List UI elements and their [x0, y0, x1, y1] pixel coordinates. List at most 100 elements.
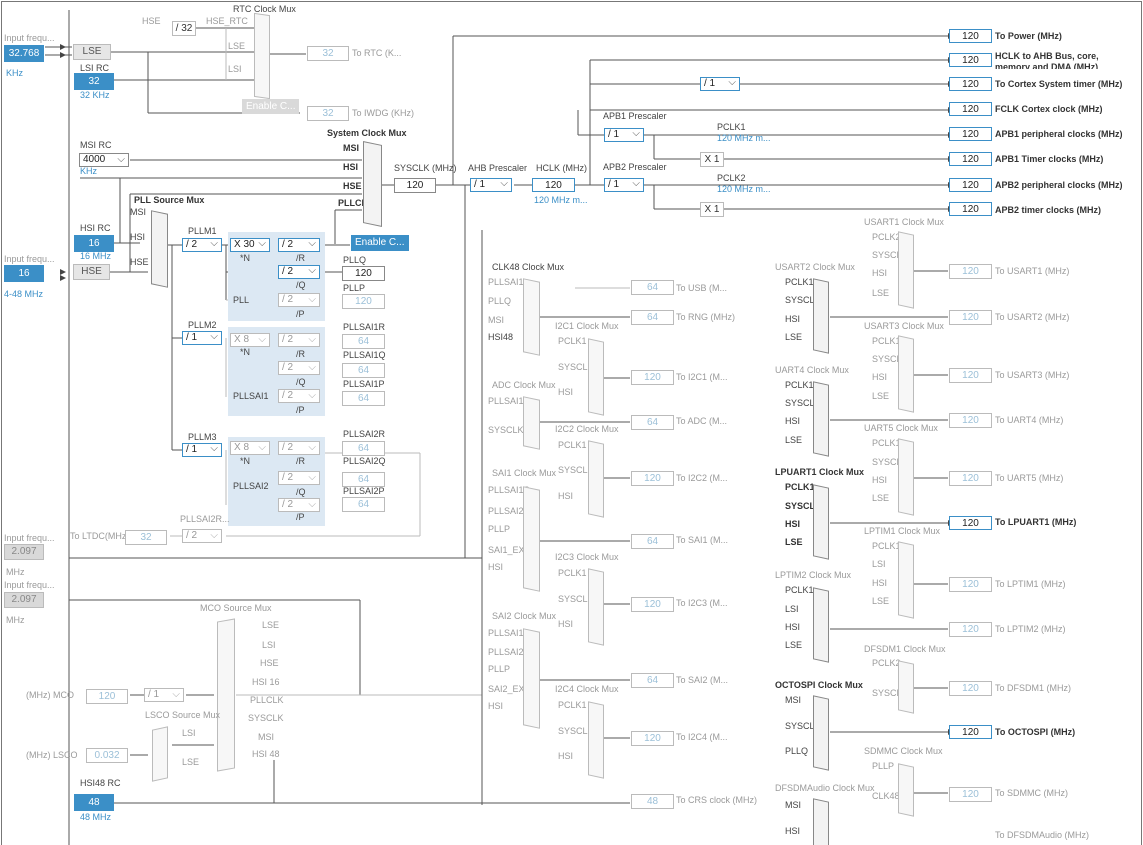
ltdc-output-label: To LTDC(MHz) — [70, 531, 130, 541]
chevron-down-icon: ⌵ — [500, 178, 508, 189]
pllsai2r-label: PLLSAI2R — [343, 429, 386, 439]
input3-value[interactable]: 2.097 — [4, 544, 44, 560]
i2c4-label: To I2C4 (M... — [676, 732, 728, 742]
adc-mux[interactable] — [523, 396, 540, 450]
sai2-value: 64 — [631, 673, 674, 688]
lpuart1-mux[interactable] — [813, 484, 829, 560]
ahb-prescaler-select[interactable]: / 1⌵ — [470, 178, 512, 192]
cortex-timer-label: To Cortex System timer (MHz) — [995, 79, 1123, 89]
sai2-in2: PLLSAI2P — [488, 647, 530, 657]
mco-source-mux[interactable] — [217, 618, 235, 772]
hclk-value[interactable]: 120 — [532, 178, 575, 192]
fclk-value[interactable]: 120 — [949, 102, 992, 116]
octospi-mux[interactable] — [813, 695, 829, 771]
chevron-down-icon: ⌵ — [258, 238, 266, 249]
pllr1-select[interactable]: / 2⌵ — [278, 238, 320, 252]
plln2-select[interactable]: X 8⌵ — [230, 333, 270, 347]
dfsdm1-mux-title: DFSDM1 Clock Mux — [864, 644, 946, 654]
usart3-in-pclk1: PCLK1 — [872, 336, 901, 346]
apb2-timer-value[interactable]: 120 — [949, 202, 992, 216]
octospi-value[interactable]: 120 — [949, 725, 992, 739]
apb1-prescaler-select[interactable]: / 1⌵ — [604, 128, 644, 142]
usart2-in-hsi: HSI — [785, 314, 801, 324]
pll-msi-label: MSI — [130, 207, 147, 217]
pll-source-mux[interactable] — [151, 210, 168, 288]
power-value[interactable]: 120 — [949, 29, 992, 43]
pll-enable-button[interactable]: Enable C... — [351, 235, 409, 251]
adc-in2: SYSCLK — [488, 425, 524, 435]
lpuart1-value[interactable]: 120 — [949, 516, 992, 530]
apb1-periph-label: APB1 peripheral clocks (MHz) — [995, 129, 1123, 139]
usart2-in-lse: LSE — [785, 332, 803, 342]
usart3-mux[interactable] — [898, 335, 914, 413]
pllp1-select[interactable]: / 2⌵ — [278, 293, 320, 307]
hclk-bus-value[interactable]: 120 — [949, 53, 992, 67]
pllsai1p-label: PLLSAI1P — [343, 379, 385, 389]
cortex-div-select[interactable]: / 1⌵ — [700, 77, 740, 91]
usart2-in-pclk1: PCLK1 — [785, 277, 814, 287]
dfsdm1-mux[interactable] — [898, 660, 914, 714]
pllq1-select[interactable]: / 2⌵ — [278, 265, 320, 279]
pllm3-select[interactable]: / 1⌵ — [182, 443, 222, 457]
lptim2-in-lsi: LSI — [785, 604, 799, 614]
sdmmc-mux[interactable] — [898, 763, 914, 817]
i2c2-mux[interactable] — [588, 440, 604, 518]
sai2-in4: SAI2_EXT — [488, 684, 531, 694]
hse-input-value[interactable]: 16 — [4, 265, 44, 282]
pclk1-label: PCLK1 — [717, 122, 746, 132]
lptim1-mux[interactable] — [898, 541, 914, 619]
lsco-source-mux[interactable] — [152, 726, 168, 782]
plln1-select[interactable]: X 30⌵ — [230, 238, 270, 252]
rtc-lse-label: LSE — [228, 41, 246, 51]
uart5-in-lse: LSE — [872, 493, 890, 503]
hse-oscillator[interactable]: HSE — [73, 264, 110, 280]
apb2-prescaler-label: APB2 Prescaler — [603, 162, 667, 172]
lse-input-value[interactable]: 32.768 — [4, 45, 44, 62]
mco-div-select[interactable]: / 1⌵ — [144, 688, 184, 702]
i2c4-mux[interactable] — [588, 701, 604, 779]
pllm1-select[interactable]: / 2⌵ — [182, 238, 222, 252]
i2c1-mux[interactable] — [588, 338, 604, 416]
lptim2-mux[interactable] — [813, 587, 829, 663]
rtc-mux-title: RTC Clock Mux — [233, 4, 296, 14]
pllr3-select[interactable]: / 2⌵ — [278, 441, 320, 455]
msi-select[interactable]: 4000⌵ — [79, 153, 129, 167]
apb1-periph-value[interactable]: 120 — [949, 127, 992, 141]
sai2-mux[interactable] — [523, 628, 540, 729]
pllq2-select[interactable]: / 2⌵ — [278, 361, 320, 375]
apb2-periph-value[interactable]: 120 — [949, 178, 992, 192]
pllq3-select[interactable]: / 2⌵ — [278, 471, 320, 485]
dfsdm1-in-pclk2: PCLK2 — [872, 658, 901, 668]
apb1-timer-value[interactable]: 120 — [949, 152, 992, 166]
pllm2-select[interactable]: / 1⌵ — [182, 331, 222, 345]
pllq-value: 120 — [342, 266, 385, 281]
sai1-mux[interactable] — [523, 486, 540, 592]
usart1-mux[interactable] — [898, 231, 914, 309]
clk48-mux[interactable] — [523, 278, 540, 356]
pllr2-select[interactable]: / 2⌵ — [278, 333, 320, 347]
lpuart1-mux-title: LPUART1 Clock Mux — [775, 467, 865, 477]
hclk-label: HCLK (MHz) — [536, 163, 587, 173]
ltdc-div-select[interactable]: / 2⌵ — [182, 529, 222, 543]
i2c3-mux[interactable] — [588, 568, 604, 646]
lpuart1-in-lse: LSE — [785, 537, 803, 547]
cortex-timer-value[interactable]: 120 — [949, 77, 992, 91]
pllm1-label: PLLM1 — [188, 226, 217, 236]
uart5-mux[interactable] — [898, 438, 914, 516]
pllp3-select[interactable]: / 2⌵ — [278, 498, 320, 512]
rtc-enable-button[interactable]: Enable C... — [242, 99, 299, 114]
system-clock-mux[interactable] — [363, 140, 382, 228]
rtc-clock-mux[interactable] — [254, 12, 270, 100]
plln3-select[interactable]: X 8⌵ — [230, 441, 270, 455]
usart2-mux[interactable] — [813, 278, 829, 354]
input4-value[interactable]: 2.097 — [4, 592, 44, 608]
pllp2-select[interactable]: / 2⌵ — [278, 389, 320, 403]
power-label: To Power (MHz) — [995, 31, 1062, 41]
dfsdmaudio-mux[interactable] — [813, 798, 829, 845]
i2c3-in-pclk1: PCLK1 — [558, 568, 587, 578]
lse-oscillator[interactable]: LSE — [73, 44, 111, 60]
mco-in-pllclk: PLLCLK — [250, 695, 284, 705]
apb2-prescaler-select[interactable]: / 1⌵ — [604, 178, 644, 192]
uart4-mux[interactable] — [813, 381, 829, 457]
apb2-timer-label: APB2 timer clocks (MHz) — [995, 205, 1102, 215]
